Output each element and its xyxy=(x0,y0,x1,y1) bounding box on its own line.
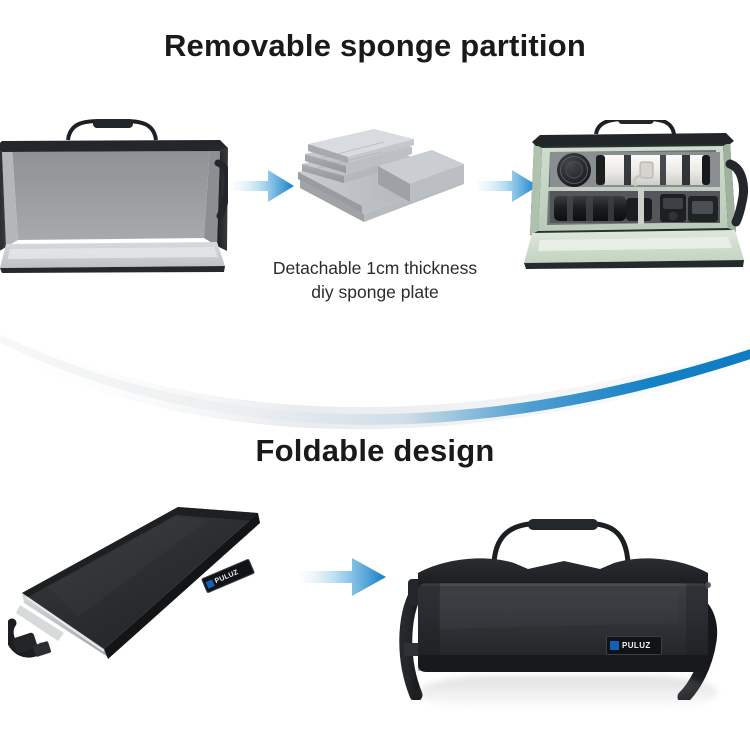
floor-reflection xyxy=(418,676,718,710)
puluz-logo-icon xyxy=(205,579,215,589)
caption-line-1: Detachable 1cm thickness xyxy=(272,258,478,278)
section-1-caption: Detachable 1cm thickness diy sponge plat… xyxy=(215,256,535,304)
arrow-right-icon-3 xyxy=(300,558,386,596)
puluz-logo-text: PULUZ xyxy=(622,640,651,650)
puluz-logo-icon xyxy=(610,641,619,650)
caption-line-2: diy sponge plate xyxy=(311,282,439,302)
section-title-removable-sponge-partition: Removable sponge partition xyxy=(163,28,587,63)
arrow-right-icon-1 xyxy=(234,170,294,202)
empty-open-bag-image xyxy=(0,119,228,273)
section-divider-swoosh xyxy=(0,330,750,430)
sponge-partition-plates-image xyxy=(298,129,464,222)
folded-flat-bag-image xyxy=(8,507,260,659)
puluz-logo-badge-closed: PULUZ xyxy=(606,636,662,655)
loaded-open-bag-image xyxy=(524,120,748,269)
assembled-closed-bag-image xyxy=(399,519,718,700)
section-title-foldable-design: Foldable design xyxy=(255,433,495,468)
arrow-right-icon-2 xyxy=(478,170,538,202)
